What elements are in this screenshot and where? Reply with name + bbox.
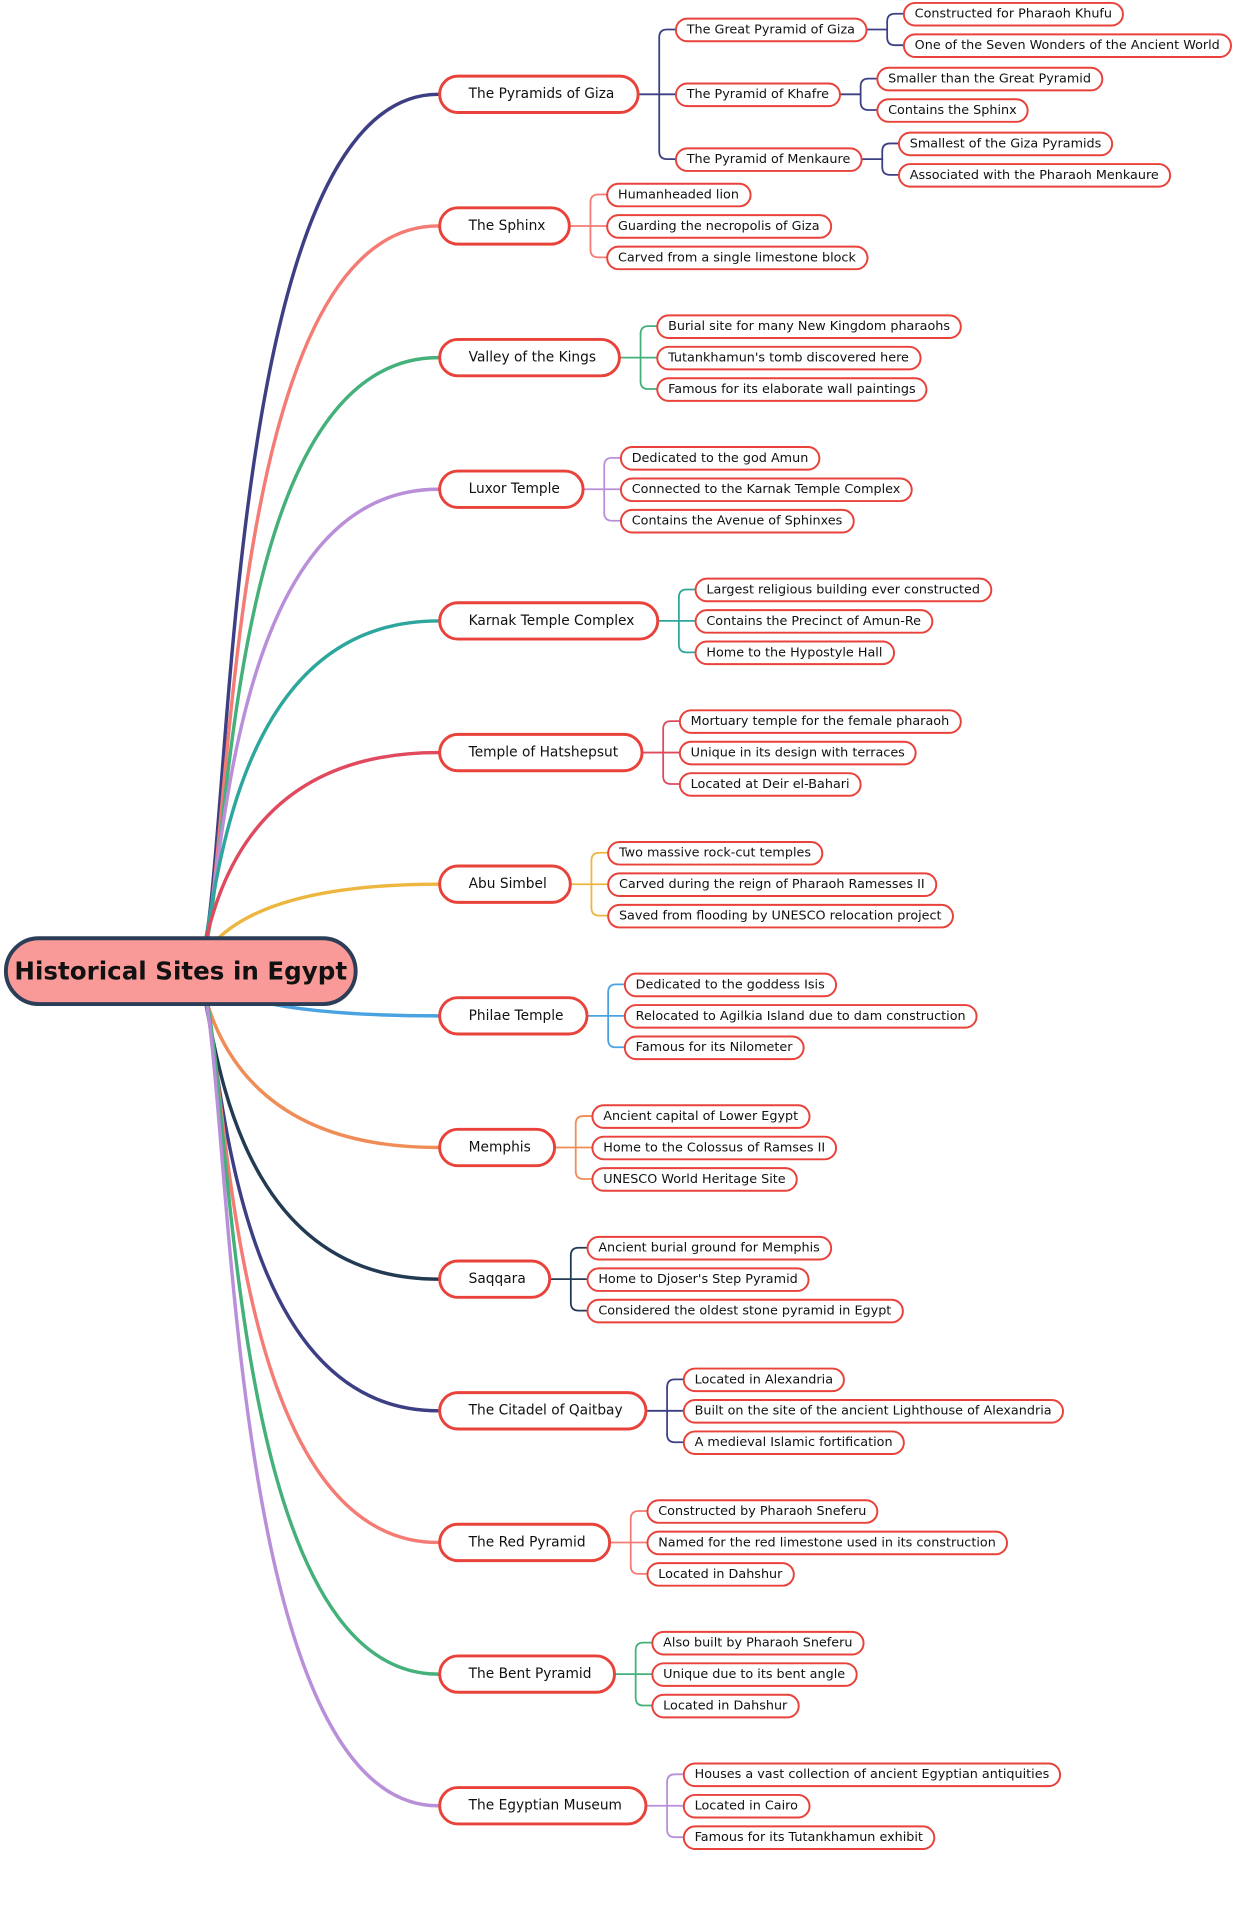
leaf-topic[interactable]: Burial site for many New Kingdom pharaoh… <box>656 313 962 339</box>
branch-topic[interactable]: The Citadel of Qaitbay <box>438 1391 648 1431</box>
subtopic[interactable]: The Great Pyramid of Giza <box>674 17 868 42</box>
branch-topic[interactable]: Philae Temple <box>438 996 589 1036</box>
leaf-topic[interactable]: Famous for its elaborate wall paintings <box>656 376 928 402</box>
leaf-topic[interactable]: Smallest of the Giza Pyramids <box>897 131 1114 156</box>
leaf-topic[interactable]: Ancient capital of Lower Egypt <box>591 1103 811 1129</box>
branch-topic[interactable]: Abu Simbel <box>438 864 572 904</box>
leaf-topic[interactable]: Located in Dahshur <box>646 1561 795 1587</box>
leaf-topic[interactable]: Unique due to its bent angle <box>651 1661 858 1687</box>
branch-topic[interactable]: Luxor Temple <box>438 469 585 509</box>
branch-topic[interactable]: The Egyptian Museum <box>438 1786 648 1826</box>
leaf-topic[interactable]: Associated with the Pharaoh Menkaure <box>897 162 1172 188</box>
leaf-topic[interactable]: A medieval Islamic fortification <box>682 1429 905 1455</box>
leaf-topic[interactable]: Famous for its Tutankhamun exhibit <box>682 1824 936 1850</box>
leaf-topic[interactable]: Built on the site of the ancient Lightho… <box>682 1398 1064 1424</box>
leaf-topic[interactable]: Constructed for Pharaoh Khufu <box>902 1 1124 27</box>
leaf-topic[interactable]: Contains the Sphinx <box>876 97 1029 123</box>
leaf-topic[interactable]: UNESCO World Heritage Site <box>591 1166 798 1192</box>
subtopic[interactable]: The Pyramid of Khafre <box>674 82 841 107</box>
leaf-topic[interactable]: Home to the Hypostyle Hall <box>694 640 896 665</box>
leaf-topic[interactable]: Located in Cairo <box>682 1793 811 1819</box>
leaf-topic[interactable]: Dedicated to the goddess Isis <box>623 972 838 997</box>
leaf-topic[interactable]: Two massive rock-cut temples <box>607 840 824 866</box>
leaf-topic[interactable]: Mortuary temple for the female pharaoh <box>678 708 962 734</box>
mindmap-stage: The Pyramids of Giza The Great Pyramid of… <box>3 1 1232 1850</box>
branch-topic[interactable]: Temple of Hatshepsut <box>438 732 644 773</box>
branch-topic[interactable]: Memphis <box>438 1127 557 1168</box>
leaf-topic[interactable]: Largest religious building ever construc… <box>694 577 993 602</box>
leaf-topic[interactable]: Considered the oldest stone pyramid in E… <box>586 1298 904 1323</box>
branch-topic[interactable]: The Pyramids of Giza <box>438 74 640 114</box>
leaf-topic[interactable]: Relocated to Agilkia Island due to dam c… <box>623 1003 978 1029</box>
leaf-topic[interactable]: Contains the Avenue of Sphinxes <box>619 508 855 533</box>
branch-topic[interactable]: Valley of the Kings <box>438 337 621 378</box>
leaf-topic[interactable]: Humanheaded lion <box>606 182 752 207</box>
branch-topic[interactable]: Saqqara <box>438 1259 552 1299</box>
leaf-topic[interactable]: Located in Alexandria <box>682 1367 845 1392</box>
leaf-topic[interactable]: Famous for its Nilometer <box>623 1035 805 1060</box>
leaf-topic[interactable]: Connected to the Karnak Temple Complex <box>619 476 913 502</box>
leaf-topic[interactable]: Dedicated to the god Amun <box>619 445 821 471</box>
leaf-topic[interactable]: Houses a vast collection of ancient Egyp… <box>682 1762 1062 1787</box>
leaf-topic[interactable]: Saved from flooding by UNESCO relocation… <box>607 903 954 928</box>
leaf-topic[interactable]: Contains the Precinct of Amun-Re <box>694 608 934 634</box>
leaf-topic[interactable]: Home to Djoser's Step Pyramid <box>586 1266 810 1292</box>
leaf-topic[interactable]: Tutankhamun's tomb discovered here <box>656 345 922 370</box>
branch-topic[interactable]: The Bent Pyramid <box>438 1654 616 1694</box>
leaf-topic[interactable]: One of the Seven Wonders of the Ancient … <box>902 32 1232 58</box>
root-topic[interactable]: Historical Sites in Egypt <box>3 936 358 1007</box>
leaf-topic[interactable]: Guarding the necropolis of Giza <box>606 213 833 239</box>
leaf-topic[interactable]: Home to the Colossus of Ramses II <box>591 1135 838 1160</box>
branch-topic[interactable]: Karnak Temple Complex <box>438 601 660 641</box>
leaf-topic[interactable]: Also built by Pharaoh Sneferu <box>651 1630 865 1655</box>
leaf-topic[interactable]: Located in Dahshur <box>651 1693 800 1718</box>
leaf-topic[interactable]: Unique in its design with terraces <box>678 740 917 765</box>
subtopic[interactable]: The Pyramid of Menkaure <box>674 146 863 172</box>
leaf-topic[interactable]: Carved during the reign of Pharaoh Rames… <box>607 871 938 897</box>
leaf-topic[interactable]: Located at Deir el-Bahari <box>678 771 862 797</box>
leaf-topic[interactable]: Named for the red limestone used in its … <box>646 1530 1008 1555</box>
leaf-topic[interactable]: Smaller than the Great Pyramid <box>876 66 1104 91</box>
leaf-topic[interactable]: Constructed by Pharaoh Sneferu <box>646 1498 879 1524</box>
branch-topic[interactable]: The Sphinx <box>438 206 571 246</box>
branch-topic[interactable]: The Red Pyramid <box>438 1522 612 1563</box>
leaf-topic[interactable]: Carved from a single limestone block <box>606 245 869 270</box>
leaf-topic[interactable]: Ancient burial ground for Memphis <box>586 1235 833 1260</box>
